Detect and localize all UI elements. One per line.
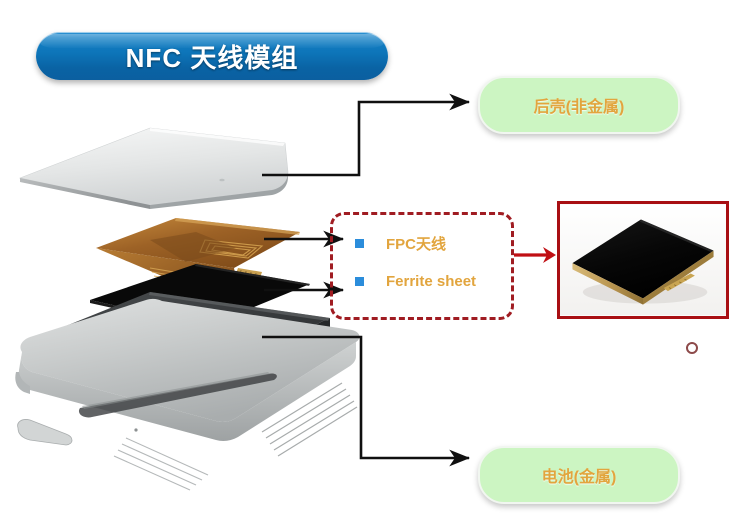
small-ring-mark: [686, 342, 698, 354]
callout-battery-label: 电池(金属): [541, 469, 617, 486]
list-item-label: FPC天线: [386, 236, 447, 253]
layer-phone-body: [15, 298, 360, 491]
red-arrow-to-photo: [514, 247, 556, 263]
callout-back-cover[interactable]: 后壳(非金属): [478, 76, 680, 134]
leader-battery: [262, 335, 471, 467]
list-item-ferrite-sheet[interactable]: Ferrite sheet: [355, 273, 476, 290]
dashed-group-nfc-module: FPC天线 Ferrite sheet: [330, 212, 514, 320]
nfc-antenna-module-photo: [560, 205, 726, 315]
nfc-module-photo-panel[interactable]: [557, 201, 729, 319]
callout-battery[interactable]: 电池(金属): [478, 446, 680, 504]
layer-ferrite-sheet: [90, 264, 310, 329]
square-bullet-icon: [355, 277, 364, 286]
list-item-label: Ferrite sheet: [386, 273, 477, 290]
leader-back-cover: [262, 93, 471, 177]
page-title-text: NFC 天线模组: [125, 42, 299, 73]
callout-back-cover-label: 后壳(非金属): [533, 99, 625, 116]
page-title: NFC 天线模组: [36, 32, 388, 80]
layer-battery: [36, 292, 330, 382]
square-bullet-icon: [355, 239, 364, 248]
list-item-fpc-antenna[interactable]: FPC天线: [355, 233, 446, 254]
layer-fpc-antenna: [96, 218, 300, 297]
layer-back-cover: [18, 127, 289, 209]
